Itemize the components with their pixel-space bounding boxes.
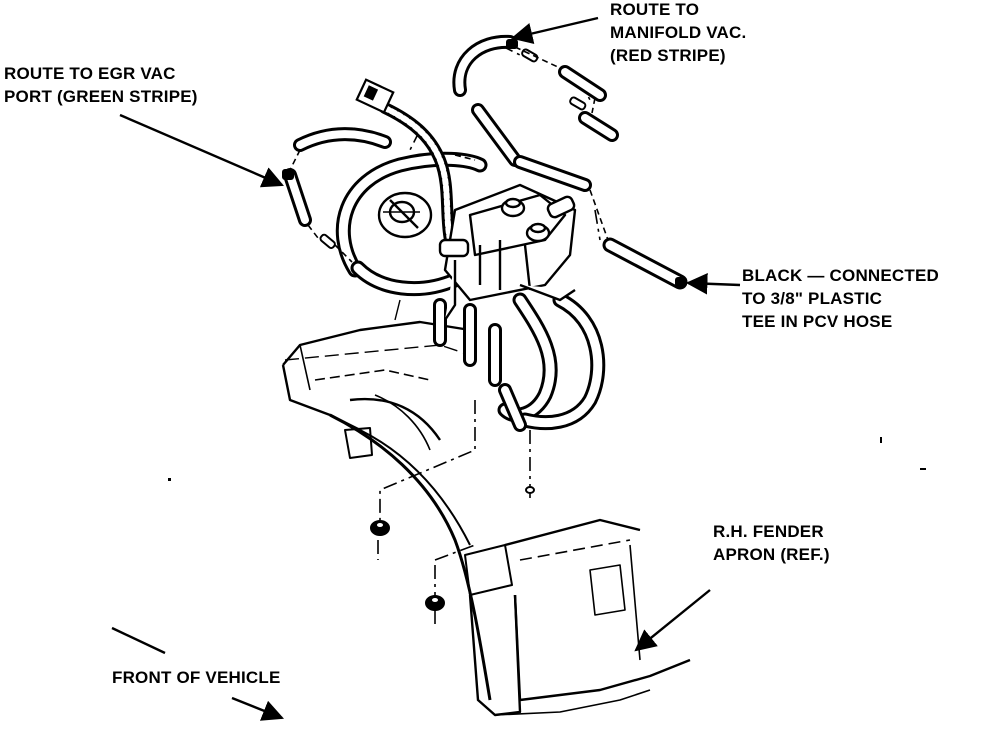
vacuum-hoses <box>283 34 688 432</box>
mounting-stud <box>525 486 535 494</box>
manifold-callout-arrow <box>510 16 599 45</box>
mounting-nut-2 <box>425 595 445 611</box>
black-hose-callout-arrow <box>685 272 741 295</box>
egr-callout-arrow <box>119 113 284 188</box>
black-hose-callout-line-3: TEE IN PCV HOSE <box>742 312 893 331</box>
egr-vac-callout-line-1: ROUTE TO EGR VAC <box>4 64 176 83</box>
manifold-vac-callout-line-3: (RED STRIPE) <box>610 46 726 65</box>
front-of-vehicle-label: FRONT OF VEHICLE <box>112 666 280 689</box>
diaphragm-valve <box>377 191 433 239</box>
stray-marks <box>168 437 926 481</box>
fender-callout-arrow <box>634 589 711 652</box>
black-hose-callout: BLACK — CONNECTED TO 3/8" PLASTIC TEE IN… <box>742 264 939 333</box>
black-hose-callout-line-2: TO 3/8" PLASTIC <box>742 289 883 308</box>
black-hose-callout-line-1: BLACK — CONNECTED <box>742 266 940 285</box>
front-direction-arrow <box>231 696 285 721</box>
manifold-vac-callout-line-1: ROUTE TO <box>610 0 700 19</box>
fender-apron-callout-line-2: APRON (REF.) <box>713 545 830 564</box>
manifold-vac-callout: ROUTE TO MANIFOLD VAC. (RED STRIPE) <box>610 0 746 67</box>
callout-arrows <box>111 16 741 721</box>
fender-apron <box>281 299 691 717</box>
electrical-connector <box>355 78 395 114</box>
egr-vac-callout-line-2: PORT (GREEN STRIPE) <box>4 87 198 106</box>
manifold-vac-callout-line-2: MANIFOLD VAC. <box>610 23 747 42</box>
mounting-nut-1 <box>370 520 390 536</box>
fender-apron-callout-line-1: R.H. FENDER <box>713 522 824 541</box>
egr-vac-callout: ROUTE TO EGR VAC PORT (GREEN STRIPE) <box>4 62 198 108</box>
hose-route-dashes <box>289 46 609 263</box>
fender-apron-callout: R.H. FENDER APRON (REF.) <box>713 520 830 566</box>
vacuum-control-module <box>438 183 577 321</box>
front-direction-stroke <box>111 626 166 655</box>
front-of-vehicle-text: FRONT OF VEHICLE <box>112 668 281 687</box>
